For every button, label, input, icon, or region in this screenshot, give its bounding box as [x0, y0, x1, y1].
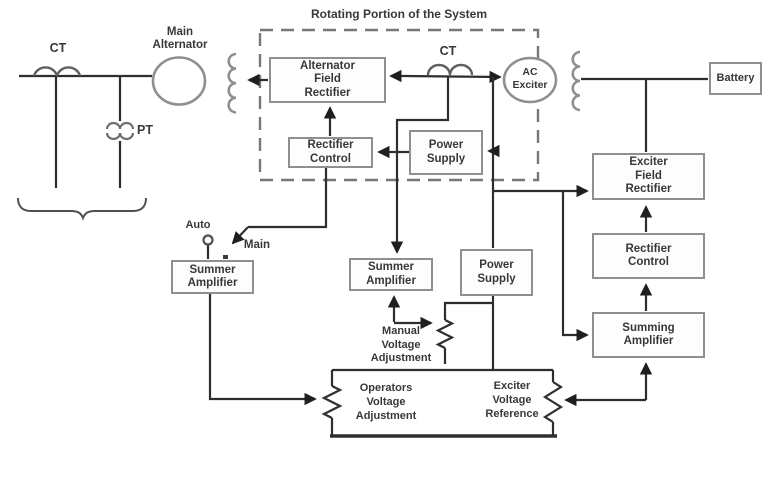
measurement-brace	[17, 197, 147, 221]
wires	[19, 69, 708, 407]
ct-symbol-left	[32, 66, 82, 77]
voltage-reference-box	[330, 368, 557, 438]
reference-pot-symbol	[542, 381, 564, 423]
exciter-field-rectifier-block: Exciter Field Rectifier	[592, 153, 705, 200]
alternator-field-winding-icon	[227, 52, 237, 114]
main-label: Main	[243, 239, 271, 251]
rectifier-control-exciter-block: Rectifier Control	[592, 233, 705, 279]
main-contact	[223, 255, 228, 259]
operators-voltage-adjustment-label: Operators Voltage Adjustment	[355, 382, 417, 422]
exciter-field-winding-icon	[571, 50, 581, 112]
manual-pot-symbol	[435, 319, 455, 349]
ct-rotating-label: CT	[439, 44, 457, 58]
ac-exciter-label: AC Exciter	[512, 66, 548, 91]
ac-exciter-circle	[502, 56, 558, 104]
auto-label: Auto	[185, 219, 211, 231]
alternator-field-rectifier-block: Alternator Field Rectifier	[269, 57, 386, 103]
rectifier-control-rotating-block: Rectifier Control	[288, 137, 373, 168]
main-alternator-label: Main Alternator	[152, 26, 208, 51]
rotating-section-title: Rotating Portion of the System	[310, 7, 487, 21]
summer-amplifier-auto-block: Summer Amplifier	[171, 260, 254, 294]
manual-voltage-adjustment-label: Manual Voltage Adjustment	[370, 325, 432, 364]
operators-pot-symbol	[321, 385, 343, 419]
ct-symbol-rotating	[426, 63, 474, 76]
summer-amplifier-manual-block: Summer Amplifier	[349, 258, 433, 291]
rotating-section-boundary	[258, 28, 540, 182]
power-supply-rotating-block: Power Supply	[409, 130, 483, 175]
exciter-voltage-reference-label: Exciter Voltage Reference	[485, 380, 539, 420]
summing-amplifier-block: Summing Amplifier	[592, 312, 705, 358]
ct-left-label: CT	[49, 41, 67, 55]
battery-block: Battery	[709, 62, 762, 95]
main-alternator-circle	[151, 56, 207, 106]
auto-contact	[202, 234, 214, 246]
pt-label: PT	[137, 123, 153, 137]
power-supply-main-block: Power Supply	[460, 249, 533, 296]
pt-symbol	[105, 121, 135, 141]
